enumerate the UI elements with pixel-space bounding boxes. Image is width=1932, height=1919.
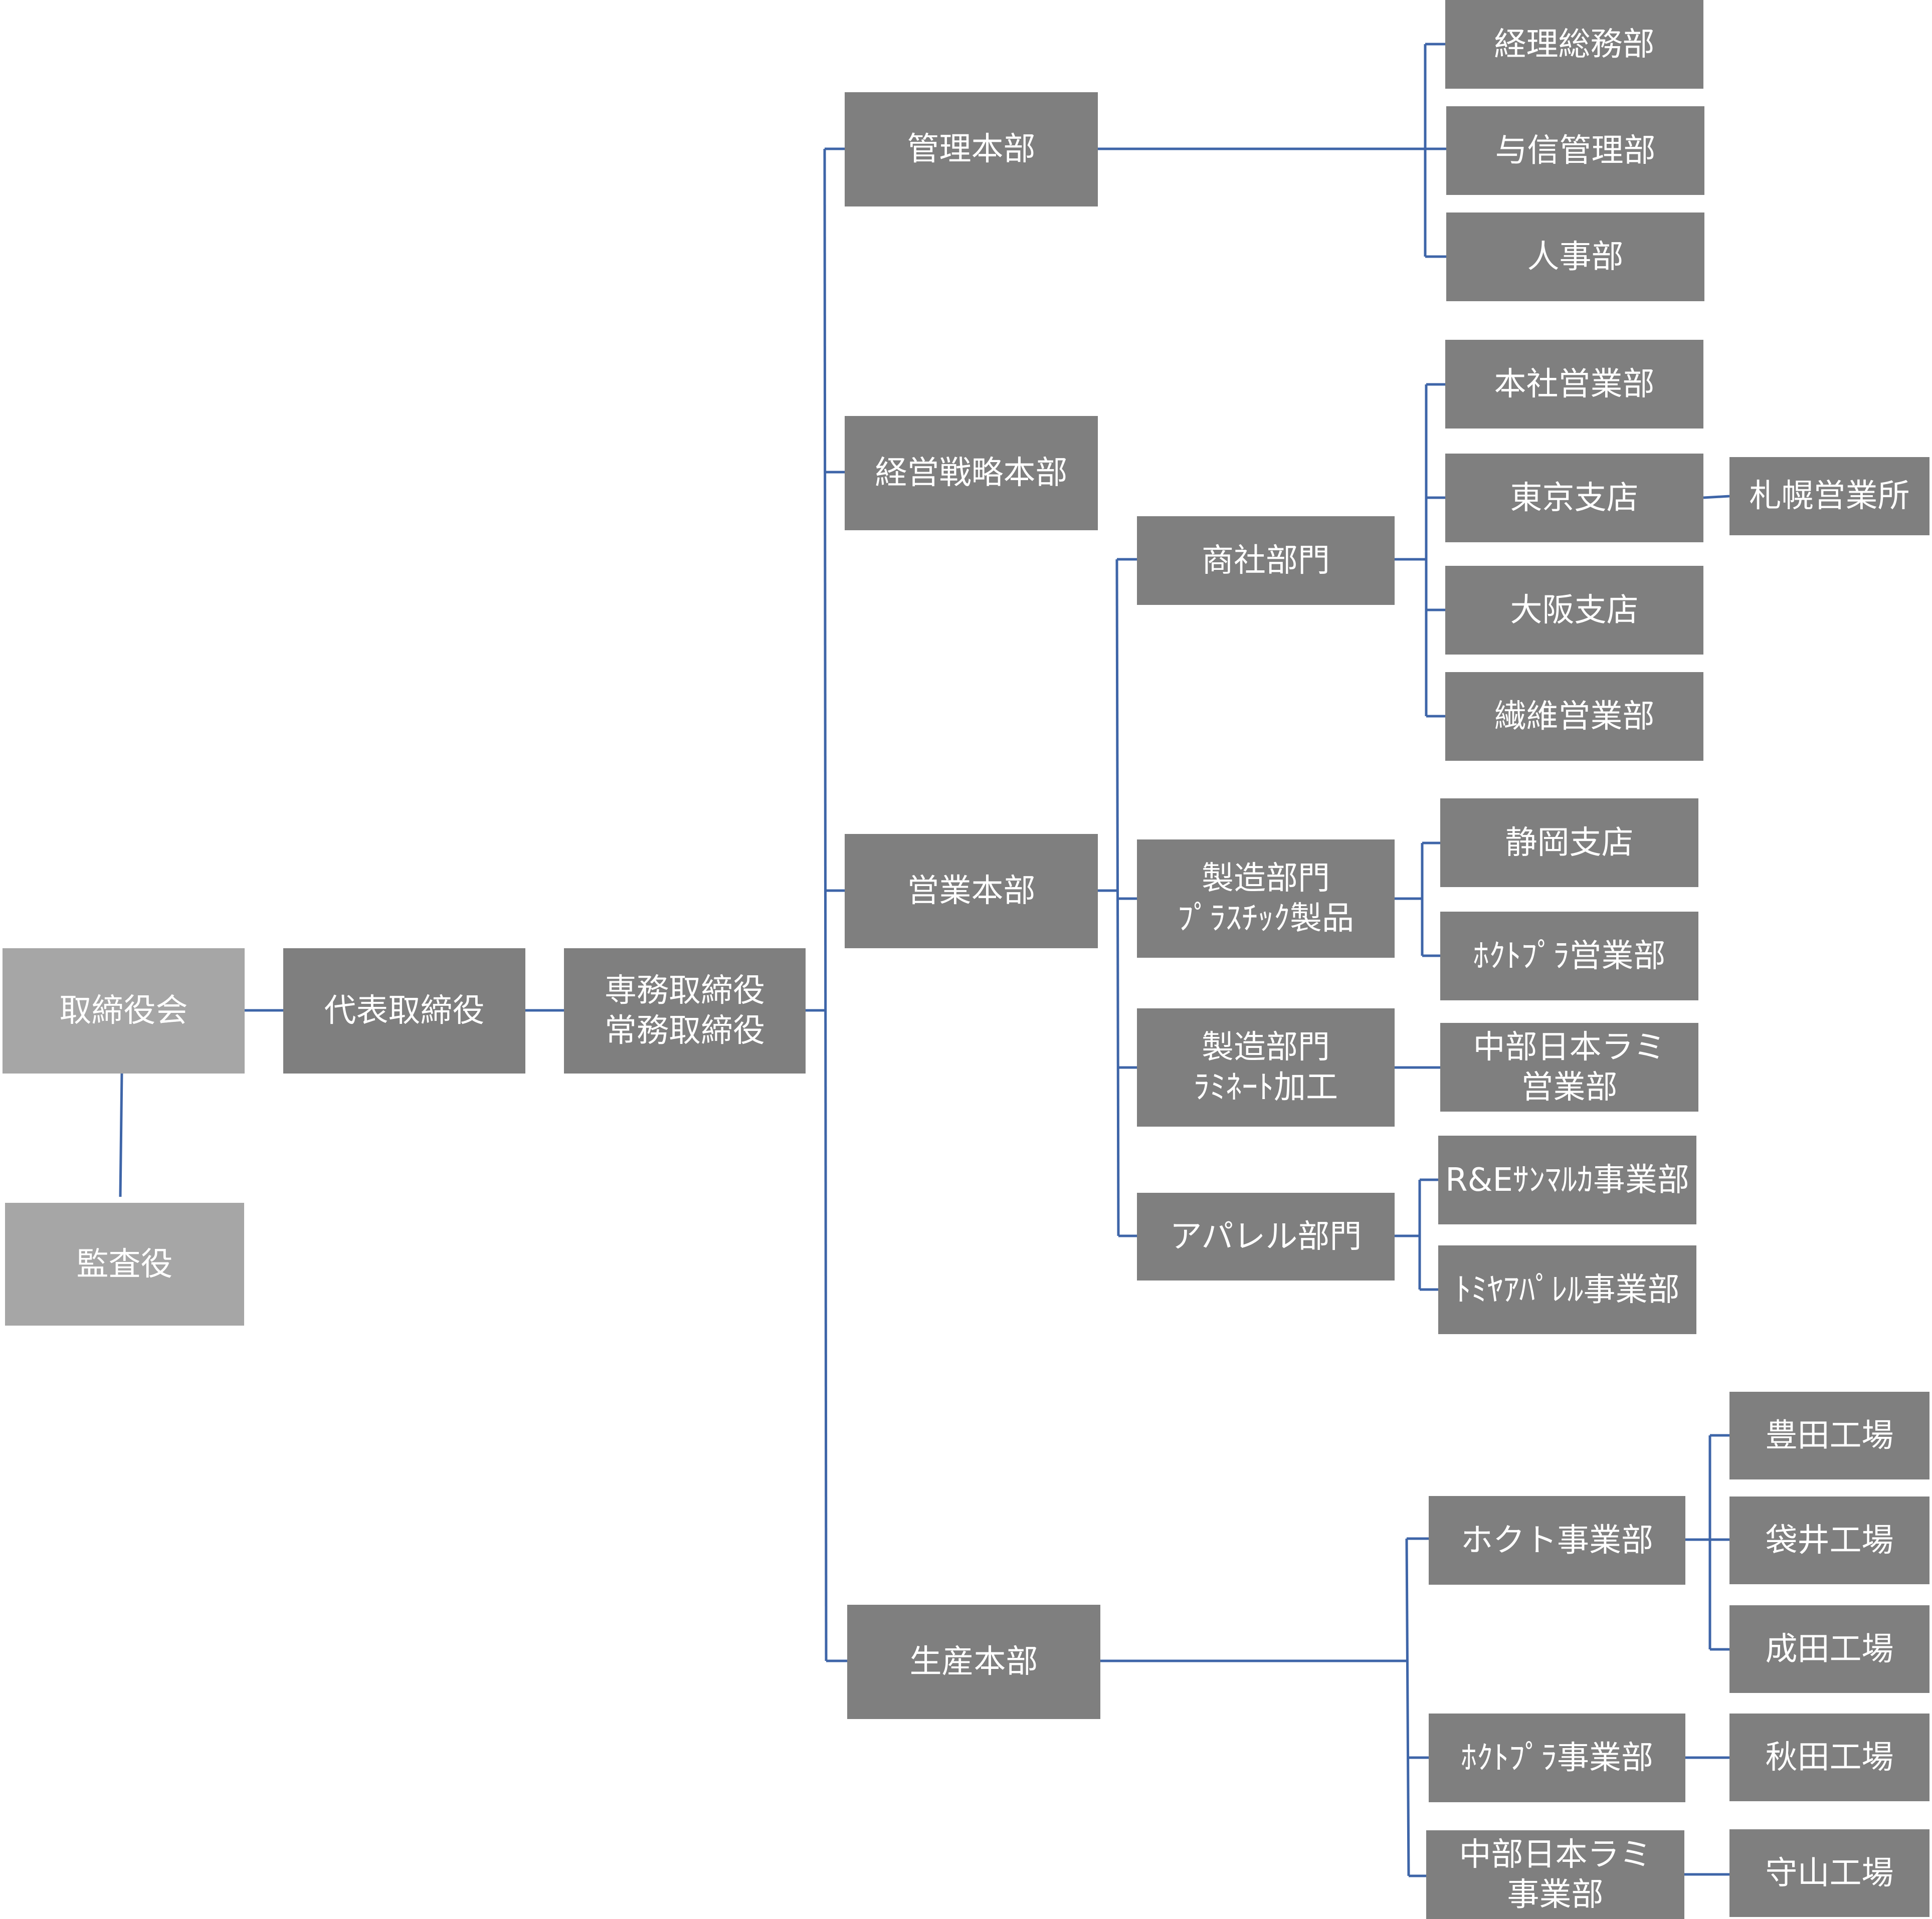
tomiya-apparel-label: ﾄﾐﾔｱﾊﾟﾚﾙ事業部	[1455, 1271, 1680, 1309]
chubu-nihon-rami-division-line-2: 事業部	[1507, 1876, 1604, 1913]
board-of-directors-box: 取締役会	[3, 948, 245, 1074]
tokyo-branch-box: 東京支店	[1445, 454, 1703, 542]
fukuroi-plant-box: 袋井工場	[1729, 1497, 1929, 1584]
re-sanmaruka-label: R&Eｻﾝﾏﾙｶ事業部	[1445, 1161, 1689, 1199]
osaka-branch-box: 大阪支店	[1445, 566, 1703, 655]
executives-box: 専務取締役 常務取締役	[564, 948, 806, 1074]
toyota-plant-box: 豊田工場	[1729, 1392, 1929, 1479]
hokuto-division-box: ホクト事業部	[1429, 1496, 1685, 1585]
accounting-general-affairs-label: 経理総務部	[1494, 26, 1655, 63]
akita-plant-box: 秋田工場	[1729, 1714, 1929, 1801]
credit-management-box: 与信管理部	[1446, 106, 1704, 195]
apparel-division-box: アパレル部門	[1137, 1193, 1395, 1281]
narita-plant-label: 成田工場	[1765, 1630, 1894, 1668]
hokutopura-sales-box: ﾎｸﾄﾌﾟﾗ営業部	[1440, 912, 1698, 1000]
admin-hq-label: 管理本部	[907, 131, 1036, 168]
textile-sales-label: 繊維営業部	[1494, 698, 1655, 735]
plastic-manufacturing-line-1: 製造部門	[1202, 860, 1330, 897]
hokutopura-division-box: ﾎｸﾄﾌﾟﾗ事業部	[1429, 1714, 1685, 1802]
human-resources-label: 人事部	[1527, 238, 1624, 276]
hokutopura-division-label: ﾎｸﾄﾌﾟﾗ事業部	[1461, 1739, 1653, 1777]
president-box: 代表取締役	[283, 948, 525, 1074]
tomiya-apparel-box: ﾄﾐﾔｱﾊﾟﾚﾙ事業部	[1438, 1245, 1696, 1334]
moriyama-plant-box: 守山工場	[1729, 1829, 1929, 1917]
strategy-hq-box: 経営戦略本部	[845, 416, 1098, 530]
credit-management-label: 与信管理部	[1495, 132, 1656, 169]
shizuoka-branch-box: 静岡支店	[1440, 798, 1698, 887]
auditor-box: 監査役	[5, 1203, 244, 1326]
executive-title-2: 常務取締役	[605, 1012, 765, 1049]
chubu-nihon-rami-division-line-1: 中部日本ラミ	[1459, 1836, 1652, 1873]
chubu-nihon-rami-sales-line-1: 中部日本ラミ	[1473, 1028, 1666, 1066]
sapporo-office-box: 札幌営業所	[1729, 457, 1929, 535]
osaka-branch-label: 大阪支店	[1510, 591, 1639, 629]
laminate-manufacturing-line-1: 製造部門	[1202, 1029, 1330, 1066]
head-office-sales-label: 本社営業部	[1494, 365, 1655, 403]
chubu-nihon-rami-sales-line-2: 営業部	[1521, 1069, 1618, 1106]
board-of-directors-label: 取締役会	[59, 992, 188, 1029]
accounting-general-affairs-box: 経理総務部	[1445, 0, 1703, 89]
narita-plant-box: 成田工場	[1729, 1605, 1929, 1693]
plastic-manufacturing-line-2: ﾌﾟﾗｽﾁｯｸ製品	[1178, 900, 1354, 937]
president-label: 代表取締役	[324, 992, 485, 1029]
sapporo-office-label: 札幌営業所	[1749, 478, 1910, 515]
production-hq-label: 生産本部	[909, 1643, 1038, 1680]
plastic-manufacturing-box: 製造部門 ﾌﾟﾗｽﾁｯｸ製品	[1137, 839, 1395, 958]
hokuto-division-label: ホクト事業部	[1461, 1522, 1653, 1559]
admin-hq-box: 管理本部	[845, 92, 1098, 206]
executive-title-1: 専務取締役	[605, 972, 765, 1009]
akita-plant-label: 秋田工場	[1765, 1739, 1894, 1776]
human-resources-box: 人事部	[1446, 212, 1704, 301]
fukuroi-plant-label: 袋井工場	[1765, 1522, 1894, 1559]
toyota-plant-label: 豊田工場	[1765, 1417, 1894, 1454]
shizuoka-branch-label: 静岡支店	[1505, 824, 1634, 862]
sales-hq-box: 営業本部	[845, 834, 1098, 948]
moriyama-plant-label: 守山工場	[1765, 1854, 1894, 1892]
chubu-nihon-rami-division-box: 中部日本ラミ 事業部	[1426, 1830, 1684, 1919]
trading-division-label: 商社部門	[1202, 542, 1330, 579]
re-sanmaruka-box: R&Eｻﾝﾏﾙｶ事業部	[1438, 1136, 1696, 1224]
laminate-manufacturing-line-2: ﾗﾐﾈｰﾄ加工	[1194, 1069, 1338, 1106]
laminate-manufacturing-box: 製造部門 ﾗﾐﾈｰﾄ加工	[1137, 1008, 1395, 1127]
head-office-sales-box: 本社営業部	[1445, 340, 1703, 429]
sales-hq-label: 営業本部	[907, 873, 1036, 910]
tokyo-branch-label: 東京支店	[1510, 479, 1639, 517]
auditor-label: 監査役	[76, 1245, 173, 1283]
apparel-division-label: アパレル部門	[1170, 1218, 1362, 1255]
chubu-nihon-rami-sales-box: 中部日本ラミ 営業部	[1440, 1023, 1698, 1112]
textile-sales-box: 繊維営業部	[1445, 672, 1703, 761]
production-hq-box: 生産本部	[847, 1605, 1100, 1719]
trading-division-box: 商社部門	[1137, 516, 1395, 605]
hokutopura-sales-label: ﾎｸﾄﾌﾟﾗ営業部	[1473, 937, 1666, 975]
strategy-hq-label: 経営戦略本部	[875, 455, 1068, 492]
